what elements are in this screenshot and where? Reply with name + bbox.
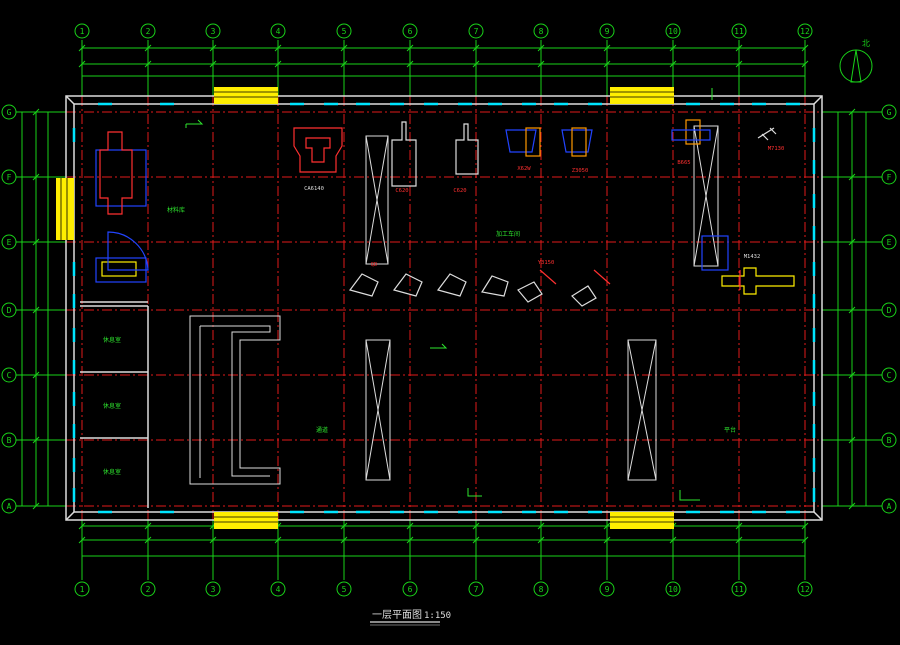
equip-label-crane: QD [371, 262, 378, 268]
col-label-6-top: 6 [408, 27, 413, 36]
drawing-scale: 1:150 [424, 611, 451, 621]
equip-label-machine-f: B665 [677, 160, 690, 166]
room-label-workshop: 加工车间 [496, 230, 520, 238]
row-label-f-right: F [887, 173, 892, 182]
door-bottom-right [610, 512, 674, 529]
equip-label-machine-d: Z3050 [572, 168, 589, 174]
equip-label-machine-e: M7130 [768, 146, 785, 152]
room-label-rest-1: 休息室 [103, 336, 121, 344]
room-label-storage: 材料库 [167, 206, 185, 214]
equip-label-machine-c: X62W [517, 166, 531, 172]
col-label-1-bottom: 1 [80, 585, 85, 594]
room-label-rest-2: 休息室 [103, 402, 121, 410]
col-label-8-bottom: 8 [539, 585, 544, 594]
grid-bubbles-bottom [74, 581, 813, 597]
platform-outline [189, 315, 281, 485]
dimension-ticks [32, 44, 856, 544]
equipment-group [95, 119, 795, 307]
col-label-2-bottom: 2 [146, 585, 151, 594]
col-label-3-top: 3 [211, 27, 216, 36]
rest-room-walls [80, 301, 149, 508]
north-label: 北 [862, 39, 870, 48]
col-label-6-bottom: 6 [408, 585, 413, 594]
col-label-8-top: 8 [539, 27, 544, 36]
door-left [56, 178, 74, 240]
row-label-d-right: D [887, 306, 892, 315]
row-label-a-left: A [7, 502, 12, 511]
equip-label-machine-b: CA6140 [304, 186, 324, 192]
crane-areas [365, 125, 719, 481]
col-label-10-top: 10 [668, 27, 678, 36]
col-label-5-top: 5 [342, 27, 347, 36]
col-label-4-bottom: 4 [276, 585, 281, 594]
row-label-g-right: G [887, 108, 892, 117]
col-label-4-top: 4 [276, 27, 281, 36]
grid-bubbles-left [1, 104, 17, 514]
col-label-7-bottom: 7 [474, 585, 479, 594]
row-label-e-right: E [887, 238, 892, 247]
col-label-3-bottom: 3 [211, 585, 216, 594]
equip-label-big-machine: M1432 [744, 254, 761, 260]
row-label-c-left: C [7, 371, 12, 380]
grid-bubbles-top [74, 23, 813, 39]
row-label-g-left: G [7, 108, 12, 117]
row-label-a-right: A [887, 502, 892, 511]
col-label-2-top: 2 [146, 27, 151, 36]
col-label-9-top: 9 [605, 27, 610, 36]
doors [56, 87, 674, 529]
col-label-12-bottom: 12 [800, 585, 810, 594]
row-label-b-left: B [7, 436, 12, 445]
row-label-b-right: B [887, 436, 892, 445]
annotation-marks [185, 88, 713, 501]
room-label-rest-3: 休息室 [103, 468, 121, 476]
equip-label-machine-a: Y3150 [538, 260, 555, 266]
door-top-right [610, 87, 674, 104]
col-label-11-top: 11 [734, 27, 744, 36]
door-top-left [214, 87, 278, 104]
col-label-5-bottom: 5 [342, 585, 347, 594]
row-label-f-left: F [7, 173, 12, 182]
equip-label-lathe-2: C620 [453, 188, 466, 194]
north-arrow-icon: 北 [839, 39, 873, 83]
room-label-aisle: 通道 [316, 426, 328, 434]
axis-grid [66, 96, 822, 520]
drawing-title: 一层平面图 [372, 609, 422, 621]
col-label-7-top: 7 [474, 27, 479, 36]
col-label-12-top: 12 [800, 27, 810, 36]
row-label-e-left: E [7, 238, 12, 247]
grid-bubbles-right [881, 104, 897, 514]
windows [72, 102, 816, 514]
door-bottom-left [214, 512, 278, 529]
equip-label-lathe-1: C620 [395, 188, 408, 194]
col-label-11-bottom: 11 [734, 585, 744, 594]
col-label-9-bottom: 9 [605, 585, 610, 594]
row-label-c-right: C [887, 371, 892, 380]
row-label-d-left: D [7, 306, 12, 315]
col-label-10-bottom: 10 [668, 585, 678, 594]
col-label-1-top: 1 [80, 27, 85, 36]
drawing-title-block: 一层平面图 1:150 [370, 609, 451, 626]
room-label-platform: 平台 [724, 426, 736, 434]
